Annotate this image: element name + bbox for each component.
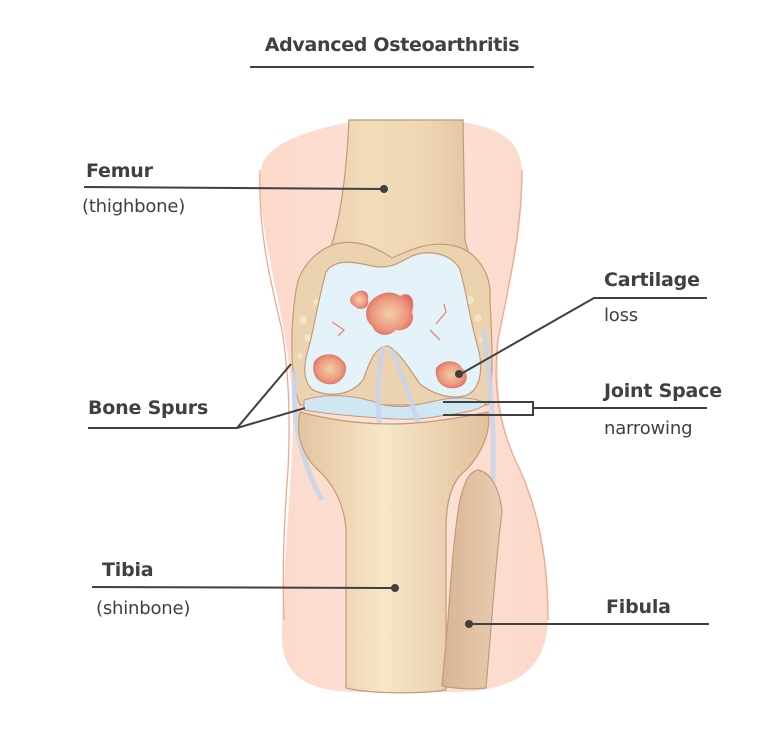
leader-lines [83, 186, 709, 625]
tibia-bone [297, 411, 490, 694]
fibula-label: Fibula [606, 596, 671, 618]
cartilage-lesions [313, 290, 467, 389]
cartilage-leader [458, 297, 707, 376]
tibia-label: Tibia [102, 559, 154, 581]
joint-space-detail: narrowing [604, 418, 693, 439]
tibia-pointer-dot [391, 584, 399, 592]
title-underline [250, 66, 534, 68]
femur-pointer-dot [380, 185, 388, 193]
femur-detail: (thighbone) [82, 196, 186, 217]
fibula-bone [441, 469, 503, 690]
cartilage-detail: loss [604, 305, 638, 326]
bone-spurs-leader [88, 363, 306, 429]
bone-spurs-label: Bone Spurs [88, 397, 209, 419]
fibula-pointer-dot [465, 620, 473, 628]
cartilage-pointer-dot [455, 370, 463, 378]
tibia-leader [91, 586, 396, 589]
femur-label: Femur [86, 160, 153, 182]
leader-dots [380, 185, 473, 628]
joint-space-leader [443, 401, 707, 416]
joint-space-label: Joint Space [604, 380, 722, 402]
tibia-detail: (shinbone) [96, 598, 191, 619]
cartilage-label: Cartilage [604, 269, 700, 291]
diagram-title: Advanced Osteoarthritis [264, 34, 520, 56]
femur-leader [83, 186, 385, 190]
